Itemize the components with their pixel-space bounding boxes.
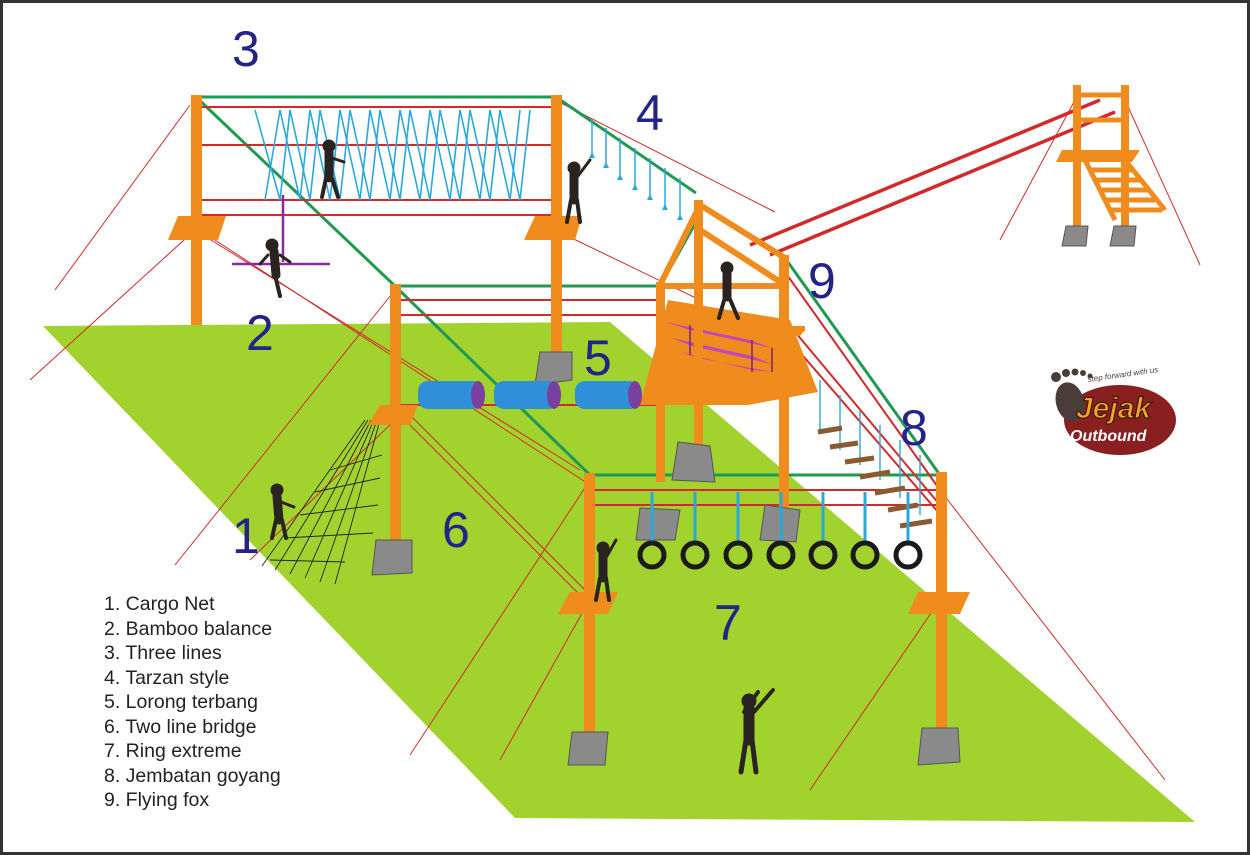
legend-item: 9. Flying fox xyxy=(104,789,210,811)
jejak-outbound-logo: step forward with us Jejak Outbound xyxy=(1051,365,1176,455)
legend-item: 7. Ring extreme xyxy=(104,740,242,762)
footings xyxy=(371,225,1137,766)
legend-item: 3. Three lines xyxy=(104,642,222,664)
logo-sub: Outbound xyxy=(1070,428,1148,445)
person-three-lines xyxy=(320,139,346,199)
label-6: 6 xyxy=(442,502,470,558)
logo-name: Jejak xyxy=(1076,392,1152,425)
person-ring xyxy=(594,538,618,602)
label-8: 8 xyxy=(900,400,928,456)
bridge-planks xyxy=(817,425,933,529)
label-4: 4 xyxy=(636,85,664,141)
label-1: 1 xyxy=(232,508,260,564)
legend-list: 1. Cargo Net 2. Bamboo balance 3. Three … xyxy=(104,592,281,813)
legend-item: 2. Bamboo balance xyxy=(104,617,273,640)
label-7: 7 xyxy=(714,595,742,651)
guy-wires xyxy=(29,99,1201,791)
people xyxy=(258,139,775,775)
far-tower-ladder xyxy=(1073,92,1167,222)
person-cargo-net xyxy=(270,483,296,540)
logo-tagline: step forward with us xyxy=(1087,365,1159,384)
person-ground xyxy=(738,688,775,775)
person-tarzan xyxy=(565,158,592,224)
legend-item: 8. Jembatan goyang xyxy=(104,764,281,787)
bamboo-balance-rig xyxy=(232,195,330,266)
label-9: 9 xyxy=(808,253,836,309)
ground-area xyxy=(43,322,1195,822)
footprint-icon xyxy=(1051,368,1093,422)
label-5: 5 xyxy=(584,330,612,386)
legend-item: 5. Lorong terbang xyxy=(104,691,258,713)
tarzan-ropes xyxy=(591,120,681,220)
lorong-terbang-tubes xyxy=(418,381,642,409)
bridge-ropes xyxy=(819,380,921,515)
tarzan-handles xyxy=(589,152,683,220)
cargo-net xyxy=(261,419,383,585)
legend-item: 4. Tarzan style xyxy=(104,666,230,689)
label-3: 3 xyxy=(232,21,260,77)
three-lines-rope xyxy=(254,109,531,201)
three-lines-rope-back xyxy=(264,109,521,201)
legend-item: 1. Cargo Net xyxy=(104,593,215,615)
ring-extreme xyxy=(637,492,923,570)
person-tower xyxy=(717,261,740,320)
flying-fox-cables xyxy=(749,98,1116,257)
label-2: 2 xyxy=(246,305,274,361)
legend-item: 6. Two line bridge xyxy=(104,715,257,738)
person-bamboo xyxy=(258,238,292,298)
